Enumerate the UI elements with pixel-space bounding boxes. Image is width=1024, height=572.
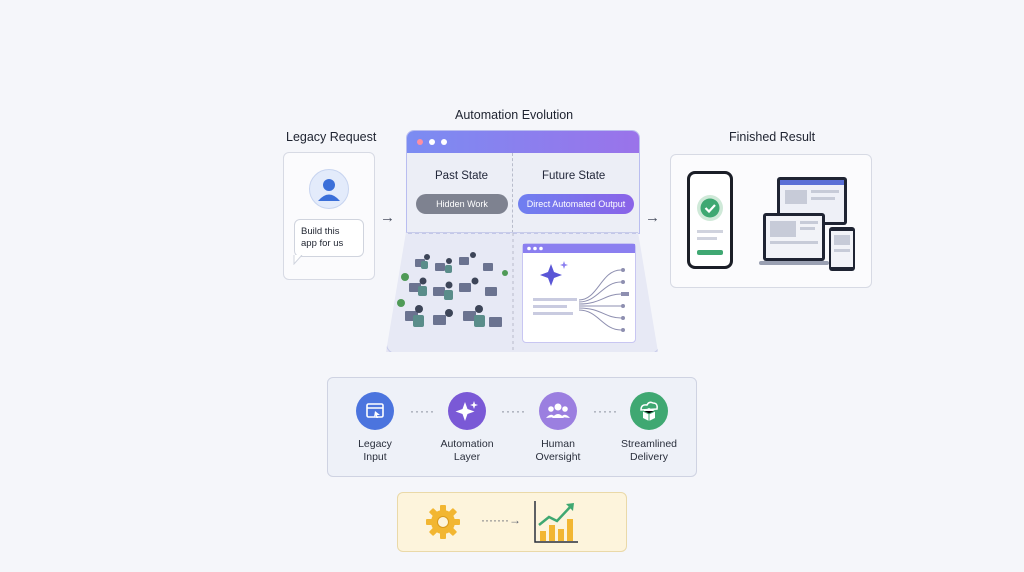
legacy-request-title: Legacy Request — [286, 130, 377, 144]
future-state-title: Future State — [542, 170, 606, 182]
browser-window-icon — [356, 392, 394, 430]
finished-result-card — [670, 154, 872, 288]
pipeline-connector: ····· — [501, 404, 526, 418]
growth-chart-icon — [534, 501, 578, 543]
bubble-text: Build this app for us — [301, 226, 344, 249]
arrow-right-icon: → — [645, 209, 660, 226]
check-icon — [697, 195, 723, 255]
window-dot-icon — [429, 139, 435, 145]
gear-icon — [426, 505, 460, 539]
arrow-right-icon: → — [380, 209, 395, 226]
office-workers-illustration — [387, 233, 658, 352]
multi-device-icon — [759, 177, 855, 271]
phone-device — [687, 171, 733, 269]
window-dot-icon — [441, 139, 447, 145]
automated-output-window — [522, 243, 636, 343]
speech-bubble: Build this app for us — [294, 219, 364, 257]
pipeline-connector: ····· — [410, 404, 435, 418]
sparkle-icon — [448, 392, 486, 430]
pipeline-connector: ····· — [593, 404, 618, 418]
window-dot-icon — [417, 139, 423, 145]
pipeline-label-automation-layer: Automation Layer — [440, 438, 494, 463]
automation-flow-illustration — [523, 244, 635, 332]
finished-result-title: Finished Result — [729, 130, 816, 144]
pipeline-label-legacy-input: Legacy Input — [358, 438, 392, 463]
pipeline-panel: ····· ····· ····· Legacy Input Automatio… — [327, 377, 697, 477]
legacy-request-card: Build this app for us — [283, 152, 375, 280]
hidden-work-pill: Hidden Work — [416, 194, 508, 214]
user-avatar-icon — [309, 169, 349, 209]
pipeline-label-human-oversight: Human Oversight — [535, 438, 581, 463]
past-state-title: Past State — [435, 170, 489, 182]
growth-panel: ·······→ — [397, 492, 627, 552]
dotted-arrow-icon: ·······→ — [481, 513, 521, 527]
pipeline-label-streamlined-delivery: Streamlined Delivery — [620, 438, 678, 463]
main-title: Automation Evolution — [455, 108, 574, 122]
people-icon — [539, 392, 577, 430]
bubble-tail — [293, 255, 303, 265]
state-divider — [512, 153, 513, 233]
cloud-box-icon — [630, 392, 668, 430]
automated-output-pill: Direct Automated Output — [518, 194, 634, 214]
automation-window-base — [386, 232, 658, 352]
automation-window: Past State Future State Hidden Work Dire… — [406, 130, 640, 234]
window-title-bar — [407, 131, 639, 153]
